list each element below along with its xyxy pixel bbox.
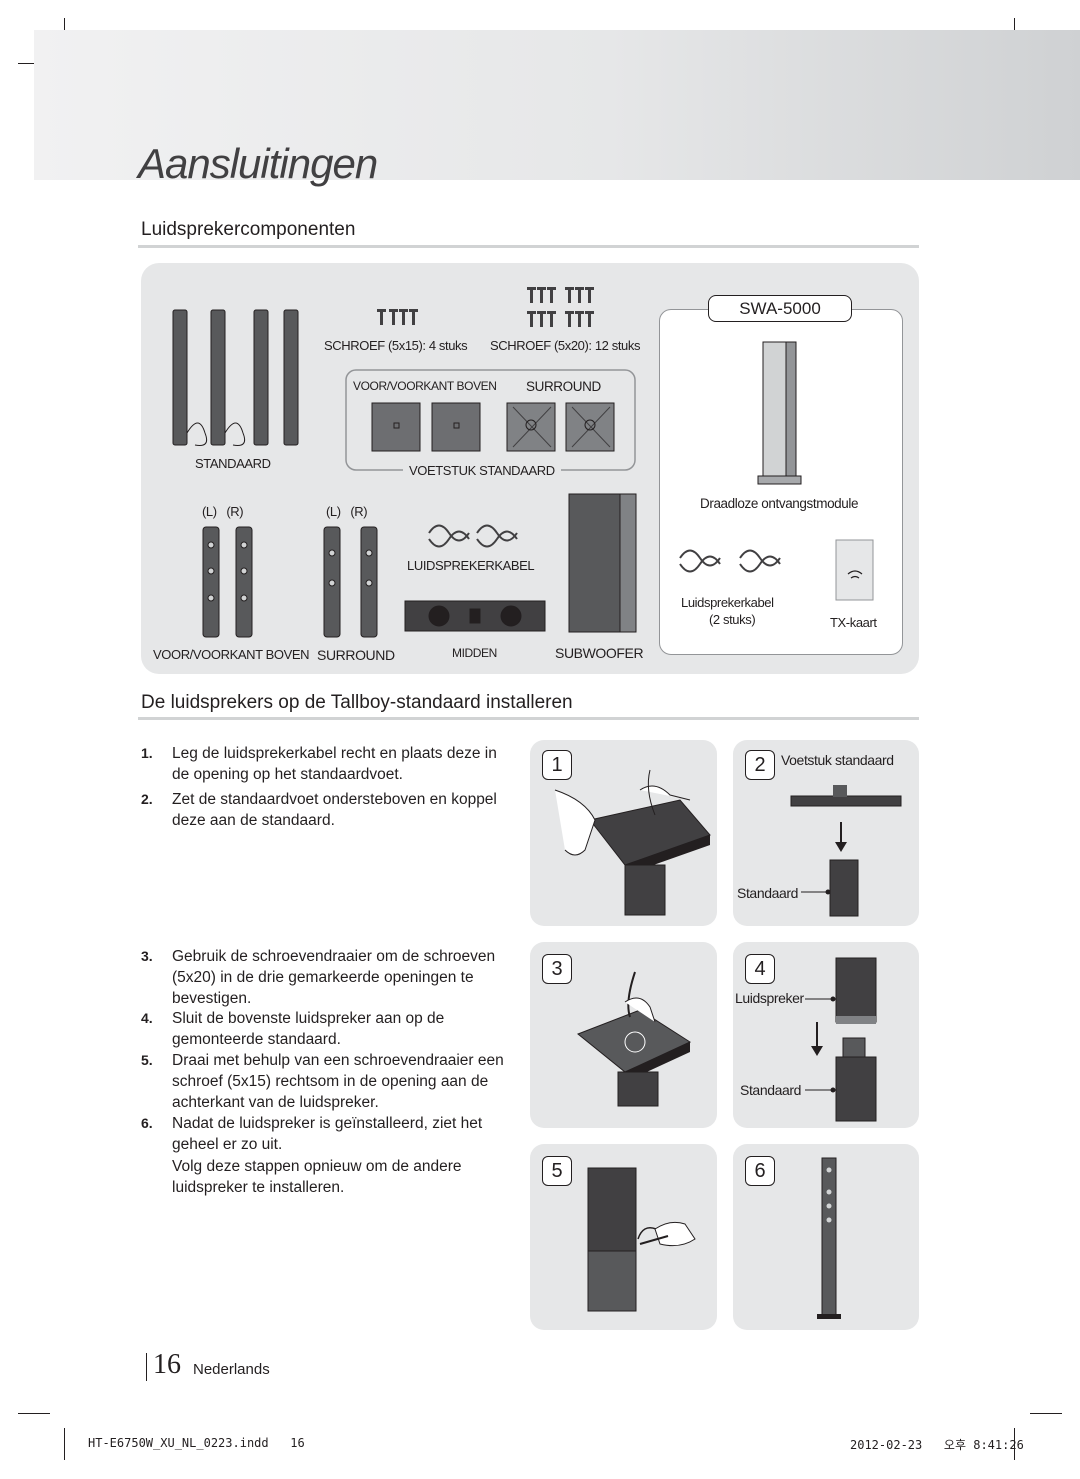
figure-2-illustration [790, 785, 902, 917]
figure-number: 4 [745, 954, 775, 984]
stand-poles [172, 309, 299, 446]
step-text: Draai met behulp van een schroevendraaie… [172, 1052, 504, 1111]
figure-step-2: 2 Voetstuk standaard Standaard [733, 740, 919, 926]
center-speaker-label: MIDDEN [452, 646, 497, 660]
step-number: 2. [141, 791, 153, 807]
tx-card [835, 539, 874, 601]
page-number-bar [146, 1353, 147, 1381]
note-text: Volg deze stappen opnieuw om de andere l… [172, 1158, 462, 1196]
wireless-module [757, 341, 802, 485]
components-panel: SWA-5000 SCHROEF (5x15): 4 stuks SCHROEF… [141, 263, 919, 674]
lr-label-front: (L) (R) [202, 504, 244, 519]
step-number: 3. [141, 948, 153, 964]
figure-5-illustration [587, 1167, 696, 1312]
figure-step-4: 4 Luidspreker Standaard [733, 942, 919, 1128]
step-text: Sluit de bovenste luidspreker aan op de … [172, 1010, 445, 1048]
figure-step-1: 1 [530, 740, 717, 926]
language-label: Nederlands [193, 1361, 270, 1378]
figure-number: 2 [745, 750, 775, 780]
instruction-list: 1. Leg de luidsprekerkabel recht en plaa… [141, 743, 516, 1203]
large-screws [527, 287, 594, 327]
timestamp: 2012-02-23 오후 8:41:26 [850, 1438, 1024, 1452]
swa-model-badge: SWA-5000 [708, 295, 852, 322]
step-text: Leg de luidsprekerkabel recht en plaats … [172, 745, 497, 783]
step-number: 4. [141, 1010, 153, 1026]
section-title-install: De luidsprekers op de Tallboy-standaard … [141, 692, 573, 713]
stand-bases [371, 402, 615, 452]
figure-1-illustration [554, 769, 711, 916]
section-rule [138, 245, 919, 248]
section-rule [138, 717, 919, 720]
stand-base-front-label: VOOR/VOORKANT BOVEN [353, 379, 497, 393]
crop-mark [1014, 1428, 1015, 1460]
figure-step-6: 6 [733, 1144, 919, 1330]
file-info: HT-E6750W_XU_NL_0223.indd 16 [88, 1436, 305, 1450]
swa-model: SWA-5000 [739, 299, 821, 318]
speaker-cables [428, 524, 518, 548]
chapter-title: Aansluitingen [138, 140, 378, 187]
small-screw-label: SCHROEF (5x15): 4 stuks [324, 338, 468, 353]
tx-card-label: TX-kaart [830, 615, 877, 630]
figure-step-5: 5 [530, 1144, 717, 1330]
crop-mark [1030, 1413, 1062, 1414]
components-illustration [172, 287, 637, 638]
stand-label: STANDAARD [195, 456, 271, 471]
step-text: Gebruik de schroevendraaier om de schroe… [172, 948, 496, 1007]
figure-label: Voetstuk standaard [781, 752, 894, 768]
step-number: 6. [141, 1115, 153, 1131]
small-screws [377, 309, 418, 325]
figure-6-illustration [817, 1157, 841, 1319]
speaker-cable-label: LUIDSPREKERKABEL [407, 558, 535, 573]
step-number: 1. [141, 745, 153, 761]
subwoofer [568, 493, 637, 633]
center-speaker [404, 600, 546, 632]
step-number: 5. [141, 1052, 153, 1068]
figure-number: 6 [745, 1156, 775, 1186]
front-speakers [202, 526, 253, 638]
front-speaker-label: VOOR/VOORKANT BOVEN [153, 647, 310, 662]
header-band [34, 30, 1080, 180]
figure-step-3: 3 [530, 942, 717, 1128]
figure-number: 1 [542, 750, 572, 780]
figure-label: Luidspreker [735, 990, 804, 1006]
lr-label-surround: (L) (R) [326, 504, 368, 519]
figure-label: Standaard [737, 885, 799, 901]
step-text: Zet de standaardvoet ondersteboven en ko… [172, 791, 497, 829]
surround-speaker-label: SURROUND [317, 647, 395, 663]
wireless-module-label: Draadloze ontvangstmodule [700, 496, 859, 511]
subwoofer-label: SUBWOOFER [555, 645, 644, 661]
crop-mark [64, 1428, 65, 1460]
surround-speakers [323, 526, 378, 638]
figure-4-illustration [805, 957, 877, 1122]
swa-cable-label: Luidsprekerkabel [681, 595, 774, 610]
figure-label: Standaard [740, 1082, 802, 1098]
crop-mark [18, 1413, 50, 1414]
figure-number: 3 [542, 954, 572, 984]
figure-number: 5 [542, 1156, 572, 1186]
swa-illustration [679, 341, 874, 601]
section-title-components: Luidsprekercomponenten [141, 219, 356, 240]
page-number: 16 [153, 1349, 181, 1380]
swa-cable-count: (2 stuks) [709, 612, 756, 627]
large-screw-label: SCHROEF (5x20): 12 stuks [490, 338, 641, 353]
swa-box [659, 309, 903, 655]
figure-3-illustration [577, 971, 692, 1107]
stand-base-surround-label: SURROUND [526, 379, 601, 394]
step-text: Nadat de luidspreker is geïnstalleerd, z… [172, 1115, 483, 1153]
swa-cables [679, 549, 781, 573]
stand-base-group-label: VOETSTUK STANDAARD [403, 463, 561, 478]
